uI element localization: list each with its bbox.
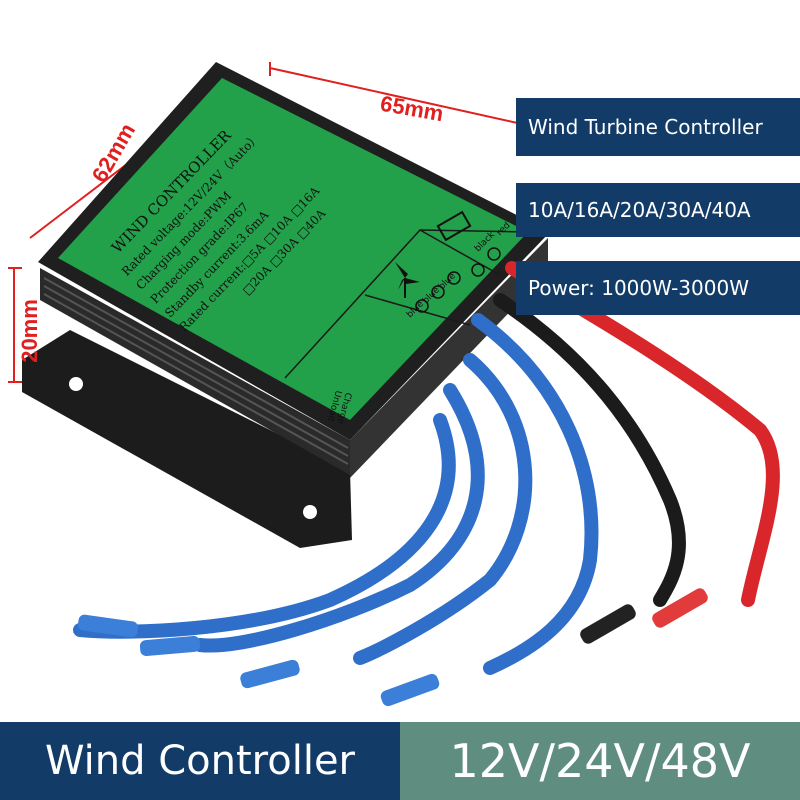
wire-red	[505, 261, 780, 607]
turbine-icon	[395, 262, 420, 298]
wire-tips	[77, 588, 708, 707]
wire-tip-blue-4	[380, 673, 440, 707]
mount-hole-left	[69, 377, 83, 391]
heatsink-fins	[43, 277, 349, 465]
banner-voltage: 12V/24V/48V	[400, 722, 800, 800]
wire-black	[493, 293, 686, 607]
wire-tip-blue-1	[77, 614, 139, 638]
spec-current-badge: 10A/16A/20A/30A/40A	[516, 183, 800, 237]
terminal-screws	[415, 247, 501, 313]
banner-product-name: Wind Controller	[0, 722, 400, 800]
wire-tip-blue-3	[240, 659, 300, 689]
wire-blue-3	[353, 353, 533, 665]
wire-tip-black	[580, 604, 636, 644]
wires	[73, 261, 780, 675]
wire-tip-blue-2	[139, 635, 201, 657]
dimension-height-label: 20mm	[16, 299, 42, 363]
controller-product-photo: WIND CONTROLLER Rated voltage:12V/24V（Au…	[8, 62, 780, 707]
mounting-plate	[22, 330, 352, 548]
spec-title-badge: Wind Turbine Controller	[516, 98, 800, 156]
wire-blue-4	[471, 313, 599, 675]
wire-blue-1	[73, 413, 456, 639]
mount-hole-right	[303, 505, 317, 519]
wire-tip-red	[652, 588, 708, 628]
wire-blue-2	[193, 383, 485, 653]
battery-icon	[436, 210, 472, 242]
spec-power-badge: Power: 1000W-3000W	[516, 261, 800, 315]
controller-green-panel	[58, 78, 528, 420]
bottom-banner: Wind Controller 12V/24V/48V	[0, 722, 800, 800]
